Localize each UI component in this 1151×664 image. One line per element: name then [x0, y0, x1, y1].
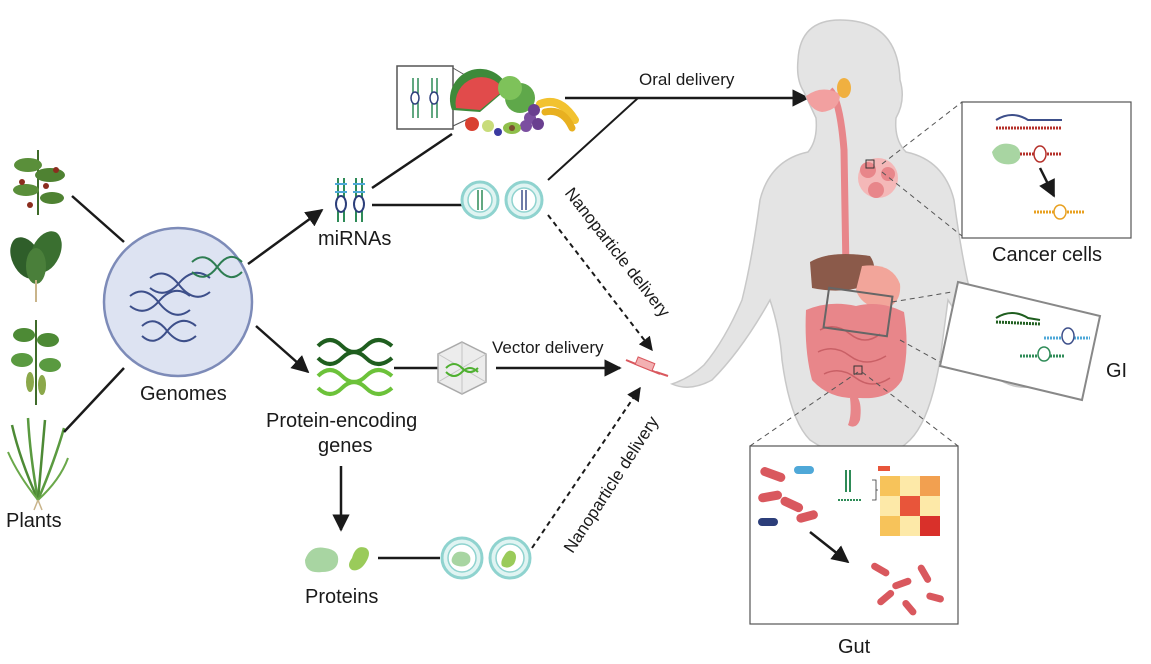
- cancer-cells-inset: [881, 101, 1132, 239]
- protein-gene-dna-icon: [316, 338, 394, 396]
- plants-label: Plants: [6, 510, 62, 532]
- genomes-label: Genomes: [140, 383, 227, 405]
- mirna-hairpin-icon: [335, 178, 365, 222]
- genomes-to-mirnas-arrow: [247, 208, 324, 266]
- tumor-icon: [858, 158, 898, 198]
- mirnas-to-food-line: [371, 132, 453, 190]
- plants-to-genomes-line-bottom: [63, 367, 125, 433]
- protein-genes-label-line1: Protein-encoding: [266, 410, 418, 432]
- gut-label: Gut: [838, 636, 871, 658]
- plant-grass-icon: [7, 417, 69, 511]
- heatmap-icon: [872, 466, 940, 536]
- protein-genes-label-line2: genes: [318, 435, 373, 457]
- mirnas-label: miRNAs: [318, 228, 392, 250]
- gi-label: GI: [1106, 360, 1128, 382]
- dysbiosis-bacteria-icon: [871, 562, 944, 616]
- gi-inset: [891, 280, 1102, 402]
- genomes-to-genes-arrow: [255, 325, 310, 374]
- proteins-label: Proteins: [305, 586, 379, 608]
- plant-spinach-icon: [10, 231, 62, 302]
- human-body-figure: [669, 19, 1043, 458]
- bacteria-icon: [758, 466, 818, 526]
- nanoparticle-to-oral-line: [547, 97, 639, 181]
- gut-inset: [749, 371, 959, 625]
- syringe-icon: [625, 356, 669, 377]
- food-mirna-box: [396, 65, 471, 130]
- plants-to-genomes-line-top: [71, 195, 125, 243]
- plant-soybean-icon: [11, 320, 61, 405]
- gut-change-arrow: [809, 531, 850, 564]
- oral-delivery-label: Oral delivery: [639, 70, 735, 89]
- nanoparticle-delivery-upper-arrow: [547, 214, 653, 352]
- mirna-nanoparticles-icon: [460, 180, 544, 220]
- fruits-vegetables-icon: [449, 68, 579, 136]
- mirna-small-icon: [838, 470, 862, 501]
- vector-delivery-label: Vector delivery: [492, 338, 604, 357]
- plant-tomato-icon: [13, 150, 65, 215]
- protein-nanoparticles-icon: [440, 536, 532, 580]
- protein-blob-icon: [305, 547, 369, 573]
- viral-vector-icon: [437, 341, 487, 395]
- genomes-circle: [102, 226, 254, 378]
- cancer-cells-label: Cancer cells: [992, 244, 1103, 266]
